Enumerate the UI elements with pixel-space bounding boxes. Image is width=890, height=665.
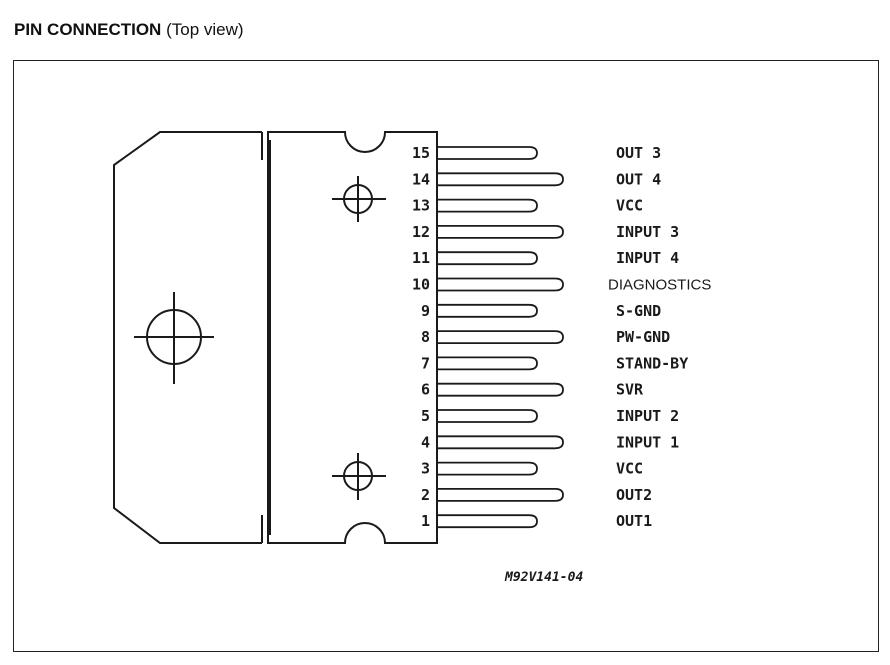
pin-label: OUT 4 <box>616 170 661 188</box>
page-heading: PIN CONNECTION (Top view) <box>14 20 244 40</box>
pin-9: 9 S-GND <box>421 302 661 320</box>
pin-lead <box>438 435 564 450</box>
pin-number: 14 <box>412 170 430 188</box>
diagram-code: M92V141-04 <box>504 570 583 585</box>
mounting-hole-icon <box>332 176 386 222</box>
diagram-frame <box>13 60 879 652</box>
pin-label: OUT2 <box>616 486 652 504</box>
pin-number: 9 <box>421 302 430 320</box>
mounting-hole-icon <box>134 292 214 384</box>
pin-label: VCC <box>616 460 643 478</box>
pin-label: SVR <box>616 381 644 399</box>
pin-15: 15 OUT 3 <box>412 144 661 162</box>
pin-label: INPUT 3 <box>616 223 679 241</box>
page-title: PIN CONNECTION <box>14 20 162 39</box>
pin-5: 5 INPUT 2 <box>421 407 679 425</box>
pin-label: INPUT 2 <box>616 407 679 425</box>
pin-lead <box>438 225 564 239</box>
pin-lead <box>438 382 564 397</box>
pin-4: 4 INPUT 1 <box>421 433 679 451</box>
package-outline <box>113 131 438 544</box>
pin-number: 5 <box>421 407 430 425</box>
pin-lead <box>438 461 538 476</box>
pin-lead <box>438 409 538 423</box>
mounting-holes <box>134 176 386 500</box>
pin-2: 2 OUT2 <box>421 486 652 504</box>
pin-lead <box>438 356 538 371</box>
pin-label: DIAGNOSTICS <box>608 277 711 294</box>
pin-lead <box>438 303 538 318</box>
pin-7: 7 STAND-BY <box>421 354 688 372</box>
pin-13: 13 VCC <box>412 197 643 215</box>
pin-1: 1 OUT1 <box>421 512 652 530</box>
pin-3: 3 VCC <box>421 460 643 478</box>
pin-number: 12 <box>412 223 430 241</box>
pin-lead <box>438 251 538 266</box>
pin-lead <box>438 146 538 160</box>
pin-number: 10 <box>412 276 430 294</box>
pin-number: 4 <box>421 433 430 451</box>
pin-lead <box>438 514 538 529</box>
pin-number: 13 <box>412 197 430 215</box>
pin-number: 8 <box>421 328 430 346</box>
pin-lead <box>438 488 564 502</box>
pin-11: 11 INPUT 4 <box>412 249 679 267</box>
page-subtitle: (Top view) <box>166 20 244 39</box>
pin-number: 3 <box>421 460 430 478</box>
pin-label: INPUT 1 <box>616 433 679 451</box>
package-body <box>267 131 438 544</box>
pin-label: OUT1 <box>616 512 652 530</box>
pin-number: 7 <box>421 354 430 372</box>
pin-lead <box>438 330 564 344</box>
pin-label: S-GND <box>616 302 661 320</box>
pin-number: 6 <box>421 381 430 399</box>
pin-8: 8 PW-GND <box>421 328 670 346</box>
heatsink-tab <box>113 131 262 544</box>
pin-label: VCC <box>616 197 643 215</box>
pin-lead <box>438 198 538 213</box>
pin-lead <box>438 172 564 187</box>
pin-lead <box>438 277 564 292</box>
pin-number: 2 <box>421 486 430 504</box>
pin-14: 14 OUT 4 <box>412 170 661 188</box>
pin-label: PW-GND <box>616 328 670 346</box>
pin-number: 1 <box>421 512 430 530</box>
mounting-hole-icon <box>332 453 386 500</box>
pin-label: OUT 3 <box>616 144 661 162</box>
pin-12: 12 INPUT 3 <box>412 223 679 241</box>
pin-10: 10 DIAGNOSTICS <box>412 276 711 294</box>
pin-6: 6 SVR <box>421 381 644 399</box>
pin-label: INPUT 4 <box>616 249 679 267</box>
pin-number: 15 <box>412 144 430 162</box>
pin-number: 11 <box>412 249 430 267</box>
pin-label: STAND-BY <box>616 354 688 372</box>
